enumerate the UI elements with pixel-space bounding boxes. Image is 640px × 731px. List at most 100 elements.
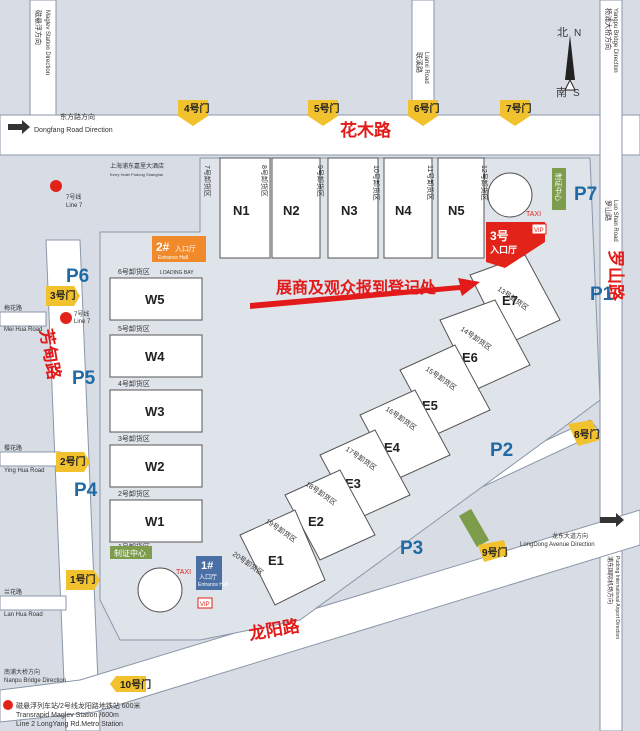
svg-text:W4: W4 xyxy=(145,349,165,364)
svg-text:制证中心: 制证中心 xyxy=(554,173,563,201)
gate-8[interactable]: 8号门 xyxy=(568,420,600,446)
taxi-label-north: TAXI xyxy=(526,211,541,218)
hall-w1[interactable]: W1 xyxy=(109,499,203,543)
svg-text:Ying Hua Road: Ying Hua Road xyxy=(4,468,44,474)
svg-text:7号卸货区: 7号卸货区 xyxy=(203,165,212,197)
svg-text:1#: 1# xyxy=(201,560,213,572)
gate-1[interactable]: 1号门 xyxy=(66,570,100,590)
hall-w4[interactable]: W4 xyxy=(109,334,203,378)
parking-p5[interactable]: P5 xyxy=(72,368,96,389)
svg-text:5号卸货区: 5号卸货区 xyxy=(118,324,150,333)
hall-n2[interactable]: N2 xyxy=(271,157,321,259)
taxi-label-south: TAXI xyxy=(176,569,191,576)
svg-text:Yangpu Bridge Direction: Yangpu Bridge Direction xyxy=(612,8,618,73)
svg-text:Lianxi Road: Lianxi Road xyxy=(423,52,429,84)
entrance-3[interactable]: 3号 入口厅 xyxy=(486,222,545,268)
svg-text:龙东大道方向: 龙东大道方向 xyxy=(552,532,588,540)
svg-text:E6: E6 xyxy=(462,350,478,365)
svg-text:W2: W2 xyxy=(145,459,165,474)
svg-text:2号卸货区: 2号卸货区 xyxy=(118,489,150,498)
gates: 1号门 2号门 3号门 4号门 5号门 6号门 7号门 8号门 xyxy=(46,100,600,692)
hall-n5[interactable]: N5 xyxy=(437,157,485,259)
svg-text:Line 2 LongYang Rd.Metro Stati: Line 2 LongYang Rd.Metro Station xyxy=(16,721,123,728)
svg-text:8号门: 8号门 xyxy=(574,428,600,441)
svg-text:Maglev Station Direction: Maglev Station Direction xyxy=(44,10,50,75)
svg-text:N2: N2 xyxy=(283,203,300,218)
svg-text:杨浦大桥方向: 杨浦大桥方向 xyxy=(604,8,613,50)
svg-text:入口厅: 入口厅 xyxy=(175,245,196,253)
hall-e2[interactable]: E2 xyxy=(284,469,376,561)
svg-text:北: 北 xyxy=(557,26,568,39)
entrance-2[interactable]: 2# 入口厅 Entrance Hall xyxy=(152,236,206,262)
svg-text:11号卸货区: 11号卸货区 xyxy=(426,165,435,200)
hall-e5[interactable]: E5 xyxy=(399,344,491,436)
road-arrows xyxy=(8,120,624,527)
svg-text:Transrapid Maglev Station /60: Transrapid Maglev Station /600m xyxy=(16,712,119,719)
svg-text:磁悬浮方向: 磁悬浮方向 xyxy=(34,10,43,45)
svg-text:10号门: 10号门 xyxy=(120,678,151,691)
parking-p2[interactable]: P2 xyxy=(490,440,513,461)
hall-n4[interactable]: N4 xyxy=(383,157,433,259)
gate-5[interactable]: 5号门 xyxy=(308,100,340,126)
gate-6[interactable]: 6号门 xyxy=(408,100,440,126)
hall-w2[interactable]: W2 xyxy=(109,444,203,488)
svg-text:7号门: 7号门 xyxy=(506,102,532,115)
parking-p4[interactable]: P4 xyxy=(74,480,98,501)
svg-text:3号门: 3号门 xyxy=(50,289,76,302)
roundabout-north xyxy=(487,172,533,218)
gate-7[interactable]: 7号门 xyxy=(500,100,532,126)
north-loading-bays: 7号卸货区 8号卸货区 9号卸货区 10号卸货区 11号卸货区 12号卸货区 xyxy=(203,165,489,201)
svg-text:6号卸货区: 6号卸货区 xyxy=(118,267,150,276)
svg-text:南: 南 xyxy=(556,86,567,99)
svg-text:9号卸货区: 9号卸货区 xyxy=(316,165,325,197)
svg-text:联溪路: 联溪路 xyxy=(415,52,424,73)
gate-9[interactable]: 9号门 xyxy=(478,540,508,562)
parking-p6[interactable]: P6 xyxy=(66,266,89,287)
parking-labels: P1 P2 P3 P4 P5 P6 P7 xyxy=(66,184,614,559)
hall-n1[interactable]: N1 xyxy=(219,157,271,259)
svg-text:入口厅: 入口厅 xyxy=(489,245,517,255)
zhizheng-center-east[interactable]: 制证中心 xyxy=(552,168,566,210)
hall-n3[interactable]: N3 xyxy=(327,157,379,259)
svg-text:N4: N4 xyxy=(395,203,412,218)
entrance-1[interactable]: 1# 入口厅 Entrance Hall xyxy=(196,556,228,590)
parking-p7[interactable]: P7 xyxy=(574,184,597,205)
gate-4[interactable]: 4号门 xyxy=(178,100,210,126)
svg-text:Line 7: Line 7 xyxy=(74,319,91,325)
svg-text:LongDong Avenue Direction: LongDong Avenue Direction xyxy=(520,542,595,548)
svg-text:Entrance Hall: Entrance Hall xyxy=(158,255,188,261)
gate-2[interactable]: 2号门 xyxy=(56,452,90,472)
svg-text:磁悬浮列车站/2号线龙阳路地铁站 600米: 磁悬浮列车站/2号线龙阳路地铁站 600米 xyxy=(16,701,140,710)
vip-parking-south: VIP xyxy=(197,597,213,609)
svg-text:上海浦东嘉里大酒店: 上海浦东嘉里大酒店 xyxy=(110,162,164,170)
svg-text:E2: E2 xyxy=(308,514,324,529)
svg-text:Line 7: Line 7 xyxy=(66,203,83,209)
svg-text:兰花路: 兰花路 xyxy=(4,588,22,596)
svg-text:N5: N5 xyxy=(448,203,465,218)
parking-p1[interactable]: P1 xyxy=(590,284,614,305)
svg-text:W1: W1 xyxy=(145,514,165,529)
svg-text:12号卸货区: 12号卸货区 xyxy=(480,165,489,201)
zhizheng-center-west[interactable]: 制证中心 xyxy=(110,546,152,559)
hall-w5[interactable]: W5 xyxy=(109,277,203,321)
hall-e1[interactable]: E1 xyxy=(239,509,326,606)
svg-text:9号门: 9号门 xyxy=(482,546,508,559)
compass-icon: 北 N 南 S xyxy=(556,26,581,99)
east-halls: E7 E6 E5 E4 E3 E2 E1 xyxy=(239,254,561,606)
svg-text:W3: W3 xyxy=(145,404,165,419)
gate-10[interactable]: 10号门 xyxy=(110,676,151,692)
metro-line7-left: 7号线 Line 7 xyxy=(60,310,91,325)
svg-text:樱花路: 樱花路 xyxy=(4,444,22,452)
svg-text:VIP: VIP xyxy=(200,602,210,608)
top-labels: 磁悬浮方向 Maglev Station Direction 东方路方向 Don… xyxy=(34,8,618,242)
metro-line7-top: 7号线 Line 7 xyxy=(50,180,83,209)
hall-w3[interactable]: W3 xyxy=(109,389,203,433)
zhizheng-center-south[interactable] xyxy=(458,508,490,548)
svg-text:制证中心: 制证中心 xyxy=(114,548,146,558)
svg-text:入口厅: 入口厅 xyxy=(199,574,217,581)
svg-text:罗山路: 罗山路 xyxy=(604,200,613,221)
gate-3[interactable]: 3号门 xyxy=(46,286,80,306)
bottom-info: 磁悬浮列车站/2号线龙阳路地铁站 600米 Transrapid Maglev … xyxy=(3,700,140,728)
svg-text:Luo Shan Road: Luo Shan Road xyxy=(612,200,618,242)
parking-p3[interactable]: P3 xyxy=(400,538,423,559)
